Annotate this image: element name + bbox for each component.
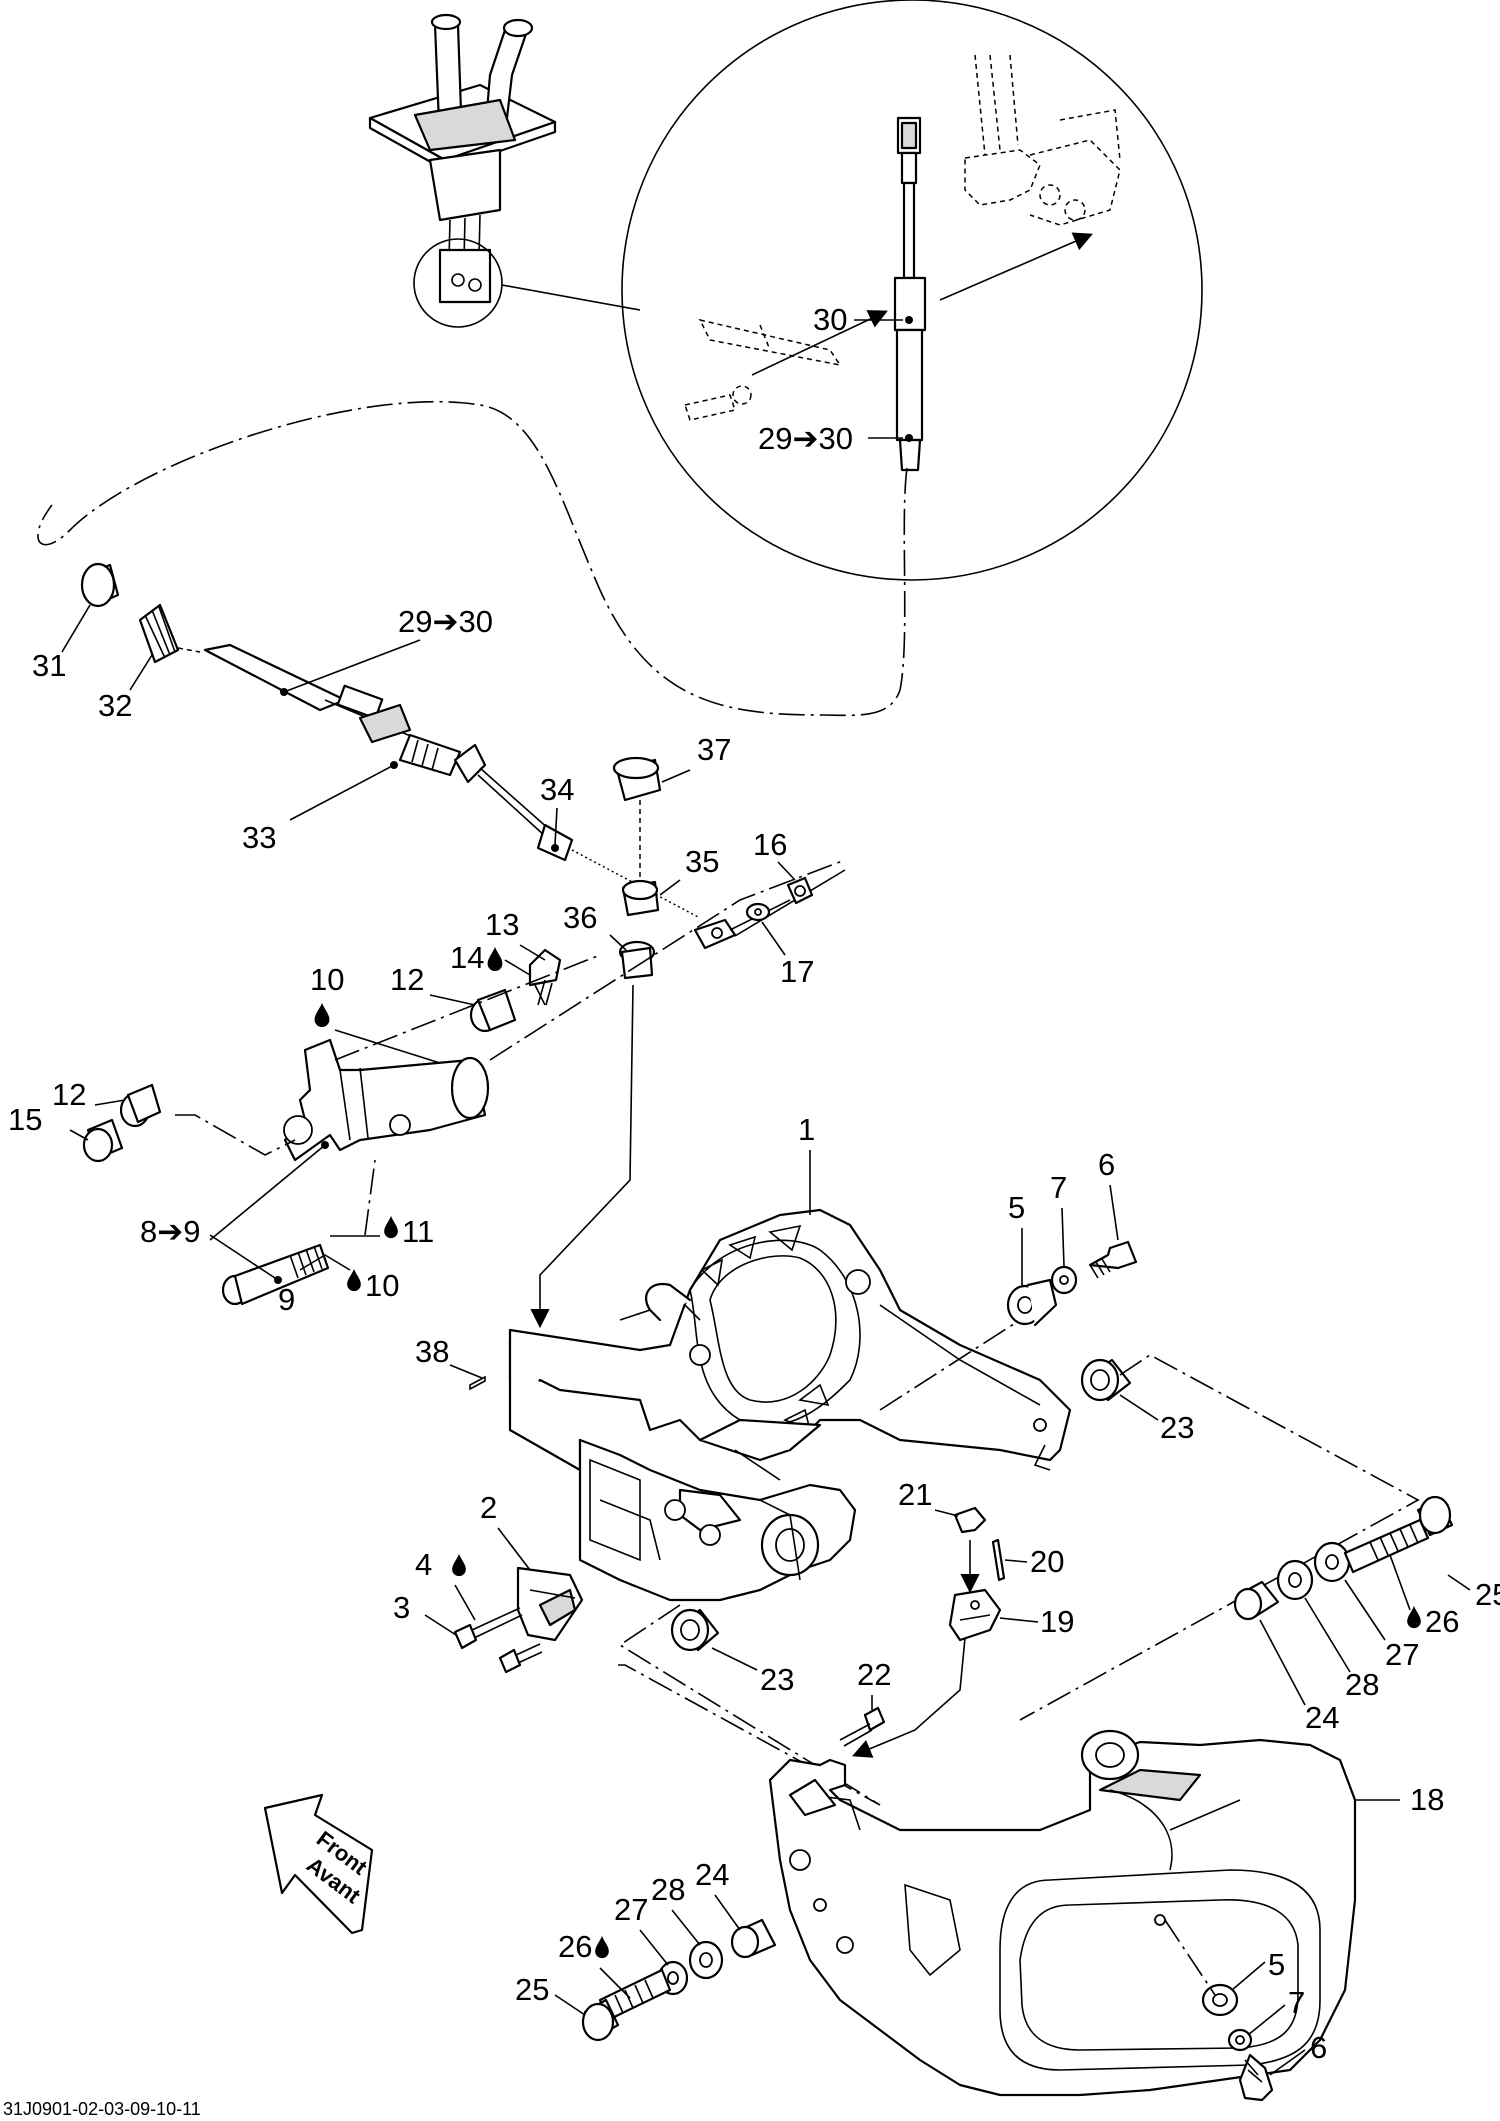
cable-routing-path <box>37 401 908 717</box>
callout-10-lower: 10 <box>365 1268 399 1303</box>
callout-38: 38 <box>415 1334 449 1369</box>
callout-27-right: 27 <box>1385 1637 1419 1672</box>
callout-7-upper: 7 <box>1050 1170 1067 1205</box>
callout-36: 36 <box>563 900 597 935</box>
callout-1: 1 <box>798 1112 815 1147</box>
callout-6-upper: 6 <box>1098 1147 1115 1182</box>
callout-11: 11 <box>402 1214 434 1249</box>
latch-21 <box>953 1506 987 1534</box>
callout-23-right: 23 <box>1160 1410 1194 1445</box>
callout-18: 18 <box>1410 1782 1444 1817</box>
callout-29-to-30-detail: 29➔30 <box>758 421 853 456</box>
bolt-13 <box>528 948 562 1006</box>
callout-5-upper: 5 <box>1008 1190 1025 1225</box>
pin-20 <box>991 1538 1006 1582</box>
callout-22: 22 <box>857 1657 891 1692</box>
callout-16: 16 <box>753 827 787 862</box>
callout-30: 30 <box>813 302 847 337</box>
callout-2: 2 <box>480 1490 497 1525</box>
shift-cable <box>80 562 574 862</box>
callout-12-upper: 12 <box>390 962 424 997</box>
callout-26-right: 26 <box>1425 1604 1459 1639</box>
callout-24-left: 24 <box>695 1857 729 1892</box>
oil-drop-icon <box>314 1002 330 1028</box>
callout-8-to-9: 8➔9 <box>140 1214 200 1249</box>
washer-nut-16-17 <box>745 876 814 922</box>
bushing-12-upper <box>469 988 517 1033</box>
callout-4: 4 <box>415 1547 432 1582</box>
oil-drop-icon <box>384 1215 398 1239</box>
callout-19: 19 <box>1040 1604 1074 1639</box>
direction-arrow-icon <box>263 1793 374 1935</box>
callout-31: 31 <box>32 648 66 683</box>
detail-circle-small <box>413 238 503 328</box>
callout-10-upper: 10 <box>310 962 344 997</box>
callout-15: 15 <box>8 1102 42 1137</box>
screw-4 <box>498 1643 543 1674</box>
callout-35: 35 <box>685 844 719 879</box>
callout-25-right: 25 <box>1475 1577 1500 1612</box>
mount-hardware-lower <box>1201 1983 1274 2102</box>
oil-drop-icon <box>347 1268 361 1292</box>
front-direction-indicator: Front Avant <box>263 1793 374 1935</box>
callout-34: 34 <box>540 772 574 807</box>
callout-26-left: 26 <box>558 1929 592 1964</box>
latch-19 <box>948 1588 1002 1642</box>
oil-drop-icon <box>452 1553 466 1577</box>
mount-hardware-right <box>1233 1495 1454 1621</box>
callout-33: 33 <box>242 820 276 855</box>
callout-28-right: 28 <box>1345 1667 1379 1702</box>
callout-29-to-30: 29➔30 <box>398 604 493 639</box>
callout-3: 3 <box>393 1590 410 1625</box>
callout-12-lower: 12 <box>52 1077 86 1112</box>
bushing-23-right <box>1080 1358 1132 1402</box>
pad-2 <box>516 1566 584 1642</box>
bushing-23-left <box>670 1608 720 1652</box>
pivot-parts <box>612 756 737 980</box>
bushing-12-lower <box>119 1083 162 1128</box>
pin-9 <box>221 1243 330 1306</box>
callout-20: 20 <box>1030 1544 1064 1579</box>
plug-15 <box>82 1118 124 1163</box>
pin-38 <box>469 1375 486 1391</box>
callout-25-left: 25 <box>515 1972 549 2007</box>
callout-21: 21 <box>898 1477 932 1512</box>
callout-7-lower: 7 <box>1288 1985 1305 2020</box>
callout-14: 14 <box>450 940 484 975</box>
shift-lever-assembly <box>368 13 557 304</box>
lower-bracket <box>768 1729 1357 2097</box>
callout-23-left: 23 <box>760 1662 794 1697</box>
mount-hardware-upper <box>1006 1240 1138 1327</box>
callout-6-lower: 6 <box>1310 2030 1327 2065</box>
callout-5-lower: 5 <box>1268 1947 1285 1982</box>
callout-37: 37 <box>697 732 731 767</box>
callout-24-right: 24 <box>1305 1700 1339 1735</box>
callout-13: 13 <box>485 907 519 942</box>
shift-arm <box>283 1038 490 1162</box>
screw-3 <box>453 1607 523 1650</box>
cable-detail-view <box>621 0 1203 581</box>
drawing-code: 31J0901-02-03-09-10-11 <box>3 2099 201 2119</box>
screw-22 <box>839 1706 886 1747</box>
callout-17: 17 <box>780 954 814 989</box>
callout-28-left: 28 <box>651 1872 685 1907</box>
mount-hardware-left <box>581 1918 777 2042</box>
callout-9: 9 <box>278 1282 295 1317</box>
oil-drop-icon <box>595 1935 609 1959</box>
callout-32: 32 <box>98 688 132 723</box>
main-bracket <box>508 1208 1072 1602</box>
callout-27-left: 27 <box>614 1892 648 1927</box>
oil-drop-icon <box>487 946 503 972</box>
